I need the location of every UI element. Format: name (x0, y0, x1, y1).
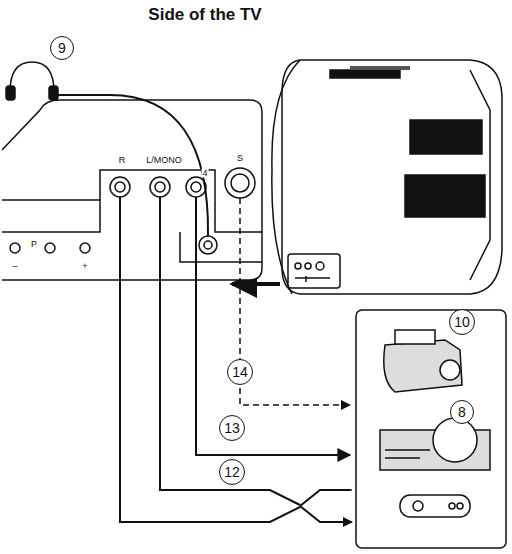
jack-label: 4 (201, 169, 208, 178)
callout-number: 8 (450, 400, 474, 424)
callout-number: 14 (227, 359, 253, 385)
callout-number: 10 (449, 309, 475, 335)
jack-label: – (11, 262, 18, 271)
callout-number: 13 (219, 415, 245, 441)
diagram-title: Side of the TV (148, 6, 261, 23)
callout-number: 9 (50, 36, 74, 60)
callout-number: 12 (219, 459, 245, 485)
jack-label: S (236, 154, 244, 163)
jack-label: P (30, 240, 38, 249)
jack-label: L/MONO (145, 156, 183, 165)
jack-label: + (81, 262, 88, 271)
jack-label: R (118, 156, 127, 165)
